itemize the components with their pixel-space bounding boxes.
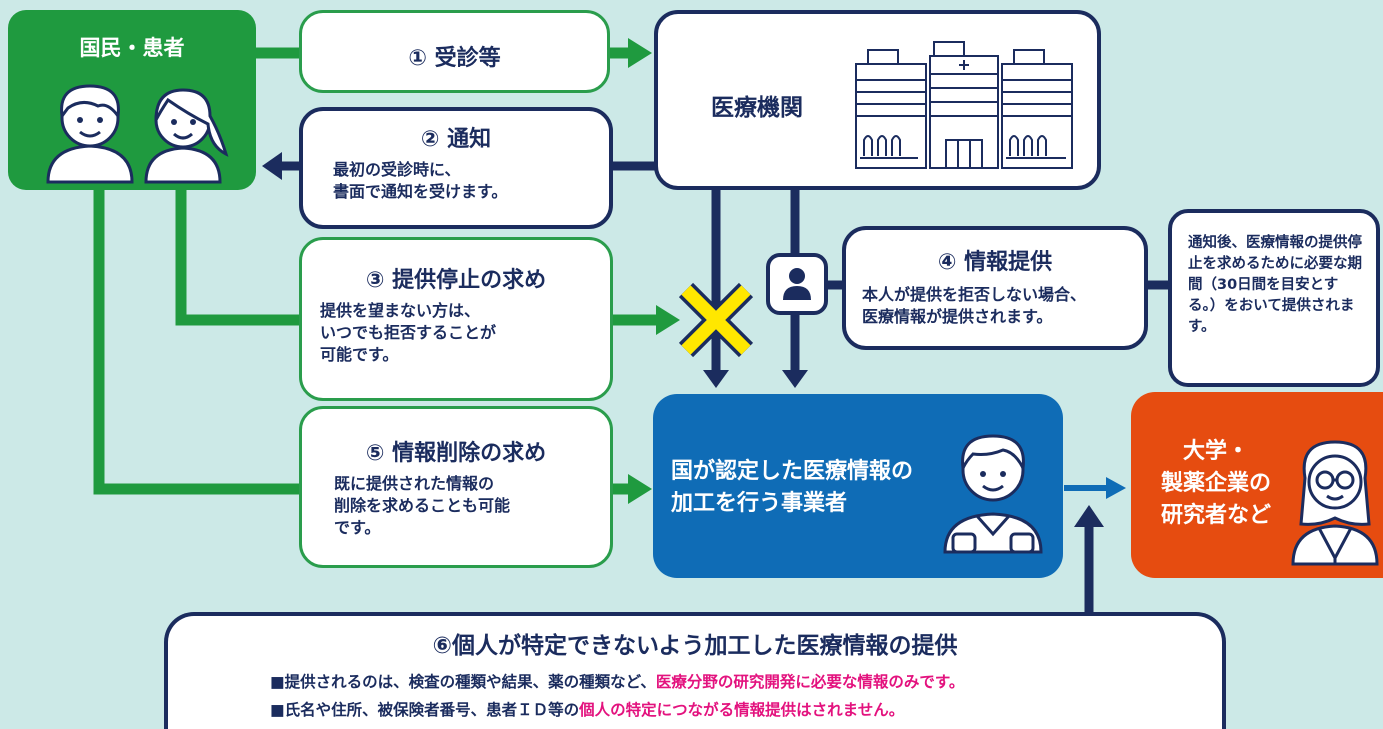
arrow-to-researchers bbox=[1106, 477, 1126, 499]
worker-icon bbox=[943, 434, 1043, 554]
step2-body: 最初の受診時に、 書面で通知を受けます。 bbox=[333, 160, 508, 201]
arrow-to-processor bbox=[628, 474, 652, 504]
arrow-to-patients bbox=[262, 152, 282, 180]
patients-icon bbox=[46, 84, 229, 184]
bottom-line-1-highlight: 医療分野の研究開発に必要な情報のみです。 bbox=[655, 673, 965, 691]
hospital-building-icon bbox=[855, 41, 1073, 169]
step2-title: ② 通知 bbox=[420, 127, 492, 152]
patients-title: 国民・患者 bbox=[79, 36, 185, 60]
researchers-title: 大学・ 製薬企業の 研究者など bbox=[1160, 439, 1271, 528]
processor-title: 国が認定した医療情報の 加工を行う事業者 bbox=[671, 459, 914, 516]
arrow-to-hospital bbox=[628, 38, 652, 68]
bottom-line-1: ■提供されるのは、検査の種類や結果、薬の種類など、医療分野の研究開発に必要な情報… bbox=[270, 670, 1222, 692]
refusal-cross-icon bbox=[678, 282, 754, 358]
side-note-text: 通知後、医療情報の提供停止を求めるために必要な期間（30日間を目安とする。）をお… bbox=[1188, 235, 1362, 335]
connector-step3 bbox=[175, 190, 300, 326]
step5-body: 既に提供された情報の 削除を求めることも可能 です。 bbox=[334, 474, 511, 537]
step2-box: ② 通知 最初の受診時に、 書面で通知を受けます。 bbox=[299, 107, 613, 229]
bottom-line-1-text: ■提供されるのは、検査の種類や結果、薬の種類など、 bbox=[270, 673, 656, 691]
bottom-line-2-highlight: 個人の特定につながる情報提供はされません。 bbox=[579, 701, 905, 719]
patients-box: 国民・患者 bbox=[8, 10, 256, 190]
step4-body: 本人が提供を拒否しない場合、 医療情報が提供されます。 bbox=[862, 285, 1087, 326]
hospital-box: 医療機関 bbox=[654, 10, 1101, 190]
step5-title: ⑤ 情報削除の求め bbox=[365, 441, 547, 466]
person-badge bbox=[766, 253, 828, 315]
step3-title: ③ 提供停止の求め bbox=[365, 268, 547, 293]
arrow-to-cross bbox=[656, 305, 680, 335]
researchers-box: 大学・ 製薬企業の 研究者など bbox=[1131, 392, 1383, 578]
step3-box: ③ 提供停止の求め 提供を望まない方は、 いつでも拒否することが 可能です。 bbox=[299, 237, 613, 401]
step5-box: ⑤ 情報削除の求め 既に提供された情報の 削除を求めることも可能 です。 bbox=[299, 406, 613, 568]
step3-body: 提供を望まない方は、 いつでも拒否することが 可能です。 bbox=[320, 301, 497, 364]
researcher-icon bbox=[1291, 440, 1379, 566]
step4-title: ④ 情報提供 bbox=[937, 250, 1053, 275]
arrow-up-step6 bbox=[1074, 505, 1104, 527]
bottom-line-2: ■氏名や住所、被保険者番号、患者ＩＤ等の個人の特定につながる情報提供はされません… bbox=[270, 698, 1222, 720]
processor-box: 国が認定した医療情報の 加工を行う事業者 bbox=[653, 394, 1063, 578]
step1-title: ① 受診等 bbox=[408, 46, 501, 71]
hospital-title: 医療機関 bbox=[711, 95, 803, 121]
bottom-box: ⑥個人が特定できないよう加工した医療情報の提供 ■提供されるのは、検査の種類や結… bbox=[164, 612, 1226, 729]
step4-box: ④ 情報提供 本人が提供を拒否しない場合、 医療情報が提供されます。 bbox=[842, 226, 1148, 350]
bottom-title: ⑥個人が特定できないよう加工した医療情報の提供 bbox=[432, 633, 958, 659]
arrow-down-left bbox=[703, 370, 729, 388]
bottom-line-2-text: ■氏名や住所、被保険者番号、患者ＩＤ等の bbox=[270, 701, 580, 719]
person-icon bbox=[783, 268, 811, 300]
step1-box: ① 受診等 bbox=[299, 10, 610, 93]
connector-step5 bbox=[93, 190, 300, 495]
arrow-down-right bbox=[782, 370, 808, 388]
side-note-box: 通知後、医療情報の提供停止を求めるために必要な期間（30日間を目安とする。）をお… bbox=[1168, 209, 1380, 387]
